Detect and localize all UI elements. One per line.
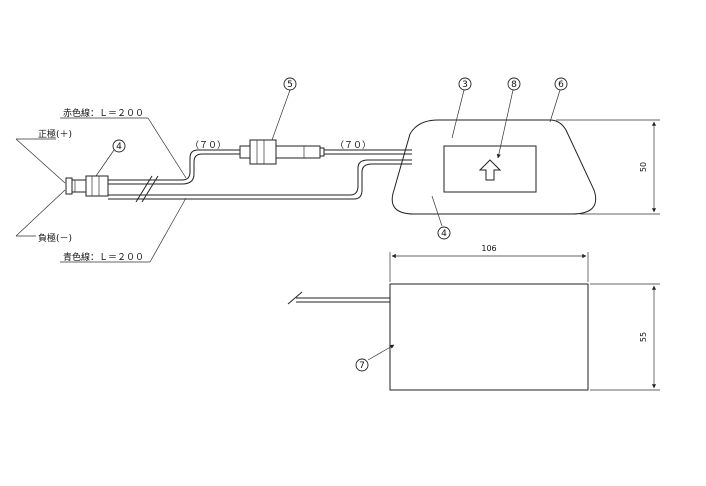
- callout-4-body: 4: [437, 226, 451, 240]
- blue-wire-label: 青色線：Ｌ＝２００: [63, 251, 144, 263]
- svg-text:8: 8: [511, 80, 517, 90]
- callout-4-connector: 4: [112, 139, 126, 153]
- red-wire-inner: [181, 153, 240, 185]
- length-right-label: （７０）: [335, 140, 371, 151]
- callout-5: 5: [283, 77, 297, 91]
- callout-7: 7: [355, 358, 369, 372]
- dim-50-text: 50: [639, 162, 648, 172]
- blue-wire-inner: [182, 163, 412, 200]
- callout-3: 3: [458, 77, 472, 91]
- dimension-height-50: 50: [556, 119, 660, 215]
- bottom-view: [287, 283, 589, 391]
- inline-connector: [239, 139, 325, 165]
- callout-8: 8: [507, 77, 521, 91]
- leader-lines: [15, 89, 561, 361]
- svg-text:5: 5: [287, 80, 293, 90]
- callout-6: 6: [554, 77, 568, 91]
- wire-bundle: [108, 175, 182, 203]
- negative-label: 負極(－): [38, 232, 72, 244]
- red-wire: [181, 149, 240, 181]
- upload-arrow-icon: [478, 159, 502, 181]
- svg-text:4: 4: [441, 229, 447, 239]
- svg-text:4: 4: [116, 142, 122, 152]
- positive-label: 正極(＋): [38, 128, 72, 140]
- blue-wire: [182, 159, 412, 196]
- button-panel: [443, 145, 537, 193]
- svg-text:7: 7: [359, 361, 365, 371]
- dimension-height-55: 55: [590, 283, 660, 391]
- red-wire-label: 赤色線：Ｌ＝２００: [63, 107, 144, 119]
- dim-106-text: 106: [481, 244, 496, 253]
- dimension-width-106: 106: [389, 244, 589, 282]
- svg-text:6: 6: [558, 80, 564, 90]
- dim-55-text: 55: [639, 332, 648, 342]
- svg-text:3: 3: [462, 80, 468, 90]
- length-left-label: （７０）: [190, 140, 226, 151]
- main-unit-body: [391, 119, 597, 215]
- connector: [65, 175, 109, 197]
